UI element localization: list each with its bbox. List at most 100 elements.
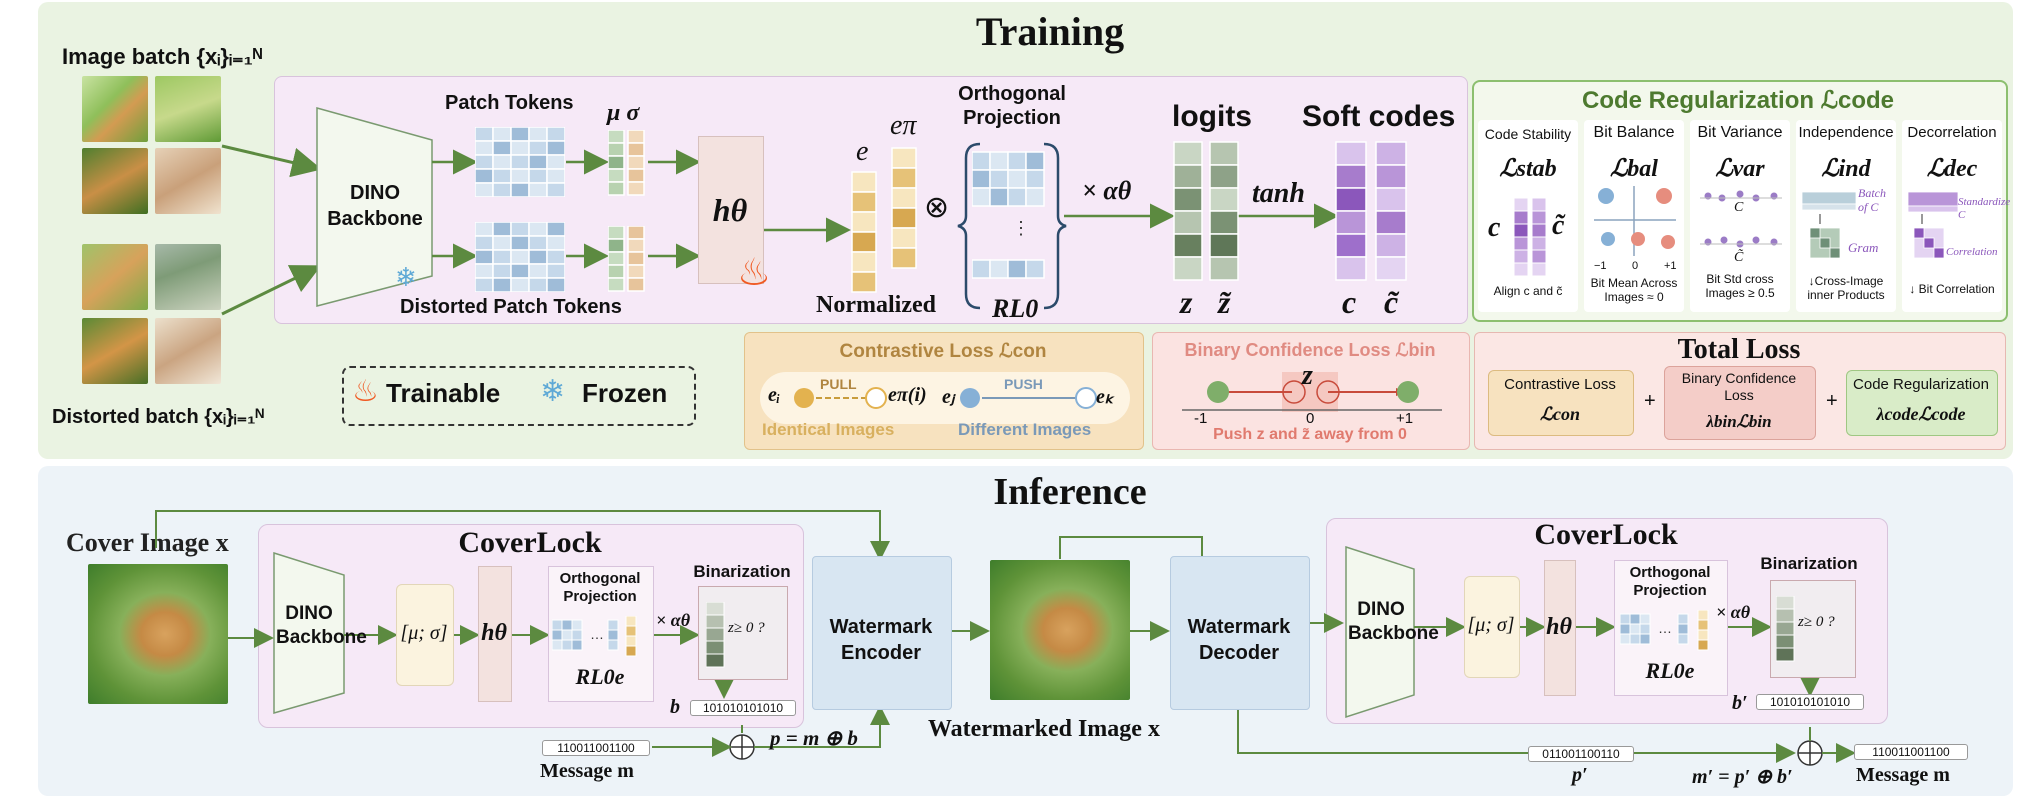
watermark-encoder-label: Watermark Encoder xyxy=(829,616,933,664)
mu-sigma-vectors-1 xyxy=(608,130,645,196)
binary-title: Binary Confidence Loss ℒbin xyxy=(1184,340,1436,360)
training-title: Training xyxy=(975,9,1125,54)
h-theta-block xyxy=(698,136,764,284)
matrix-vdots: ⋮ xyxy=(1012,218,1030,238)
legend-flame-icon: ♨ xyxy=(352,375,379,408)
distorted-image-4 xyxy=(155,318,221,384)
inf-rl0e-2: RL0e xyxy=(1645,658,1695,683)
orthogonal-matrix xyxy=(972,151,1045,279)
total-term-contrastive-name: Contrastive Loss xyxy=(1504,376,1616,393)
watermark-decoder-label: Watermark Decoder xyxy=(1187,616,1291,664)
inf-message-bits: 110011001100 xyxy=(542,740,650,756)
total-term-binary xyxy=(1664,366,1816,440)
distorted-patch-tokens-label: Distorted Patch Tokens xyxy=(400,296,622,318)
watermark-decoder-block xyxy=(1170,556,1310,710)
l-bal: ℒbal xyxy=(1610,156,1658,182)
ind-visual xyxy=(1801,191,1857,259)
mu-sigma-label: μ σ xyxy=(607,100,640,126)
code-reg-col-dec xyxy=(1902,120,2002,312)
distorted-image-2 xyxy=(155,244,221,310)
inf-dino-label-2: DINO Backbone xyxy=(1348,599,1439,644)
var-caption: Bit Std cross Images ≥ 0.5 xyxy=(1705,272,1775,300)
patch-tokens-label: Patch Tokens xyxy=(445,92,574,114)
frozen-snowflake-icon: ❄ xyxy=(395,262,417,292)
total-term-contrastive-expr: ℒcon xyxy=(1540,404,1580,424)
bit-variance-name: Bit Variance xyxy=(1697,124,1783,141)
l-dec: ℒdec xyxy=(1926,156,1978,182)
stab-c-tilde: c̃ xyxy=(1552,210,1565,241)
trainable-flame-icon: ♨ xyxy=(737,252,772,294)
legend-trainable: Trainable xyxy=(386,378,501,408)
legend-box xyxy=(342,366,696,426)
total-term-binary-expr: λbinℒbin xyxy=(1706,412,1772,431)
stab-caption: Align c and c̃ xyxy=(1493,284,1563,298)
binary-tick-neg: -1 xyxy=(1194,410,1208,427)
dino-backbone-label: DINO Backbone xyxy=(327,182,423,230)
contrastive-ej: eⱼ xyxy=(942,386,955,408)
times-alpha-label: × αθ xyxy=(1082,176,1132,205)
total-term-code-expr: λcodeℒcode xyxy=(1876,404,1966,424)
total-plus-2: + xyxy=(1826,390,1838,412)
bit-balance-name: Bit Balance xyxy=(1593,124,1675,141)
batch-image-1 xyxy=(82,76,148,142)
logits-vectors xyxy=(1173,141,1239,281)
image-batch-label: Image batch {xᵢ}ᵢ₌₁ᴺ xyxy=(62,44,263,69)
total-term-binary-name: Binary Confidence Loss xyxy=(1681,370,1797,403)
total-term-contrastive xyxy=(1488,370,1634,436)
inf-b-prime-label: b′ xyxy=(1732,692,1748,714)
contrastive-visual xyxy=(794,387,1097,409)
total-loss-title: Total Loss xyxy=(1677,334,1801,365)
code-reg-title: Code Regularization ℒcode xyxy=(1582,87,1894,114)
inf-p-prime-label: p′ xyxy=(1572,764,1588,786)
logits-label: logits xyxy=(1172,100,1252,133)
decorrelation-name: Decorrelation xyxy=(1907,124,1997,141)
binary-tick-zero: 0 xyxy=(1306,410,1315,427)
inf-b-label: b xyxy=(670,696,680,718)
l-ind: ℒind xyxy=(1821,156,1871,182)
watermark-encoder-block xyxy=(812,556,952,710)
inf-p-prime-bits: 011001100110 xyxy=(1528,746,1634,762)
binary-tick-pos: +1 xyxy=(1396,410,1414,427)
bal-tick-zero: 0 xyxy=(1632,260,1639,272)
ind-batch-label: Batch of C xyxy=(1858,186,1886,214)
dec-caption: ↓ Bit Correlation xyxy=(1909,282,1995,296)
tanh-label: tanh xyxy=(1252,178,1305,209)
watermarked-image-label: Watermarked Image x xyxy=(928,716,1160,742)
orthogonal-projection-label: Orthogonal Projection xyxy=(958,83,1066,129)
z-tilde-label: z̃ xyxy=(1218,284,1231,320)
inf-ortho-matrix-1 xyxy=(552,616,637,657)
contrastive-identical: Identical Images xyxy=(762,420,895,439)
contrastive-different: Different Images xyxy=(958,420,1092,439)
legend-snowflake-icon: ❄ xyxy=(540,375,566,408)
inf-binarization-label-2: Binarization xyxy=(1760,554,1858,573)
batch-image-2 xyxy=(155,76,221,142)
code-stability-name: Code Stability xyxy=(1484,126,1572,142)
var-visual xyxy=(1700,190,1782,248)
patch-token-grid-1 xyxy=(475,127,565,197)
c-label: c xyxy=(1342,284,1357,320)
bal-tick-neg: −1 xyxy=(1594,260,1607,272)
total-term-code-name: Code Regularization xyxy=(1853,376,1989,393)
inference-title: Inference xyxy=(993,471,1147,513)
inf-threshold-1: z≥ 0 ? xyxy=(728,620,765,636)
cover-image-label: Cover Image x xyxy=(66,528,229,557)
h-theta-label: hθ xyxy=(712,192,748,228)
watermarked-image xyxy=(990,560,1130,700)
r-l0-label: RL0 xyxy=(992,294,1039,323)
inf-message-out-label: Message m xyxy=(1856,764,1950,786)
l-var: ℒvar xyxy=(1715,156,1765,182)
bal-caption: Bit Mean Across Images ≈ 0 xyxy=(1590,276,1678,304)
bal-tick-pos: +1 xyxy=(1664,260,1677,272)
c-tilde-label: c̃ xyxy=(1384,284,1399,320)
inf-message-out-bits: 110011001100 xyxy=(1854,744,1968,760)
inf-binarization-label-1: Binarization xyxy=(693,562,791,581)
e-label: e xyxy=(856,136,869,167)
bal-visual xyxy=(1594,186,1676,256)
inf-ortho-dots-2: … xyxy=(1658,620,1672,636)
inf-m-prime-eq: m′ = p′ ⊕ b′ xyxy=(1692,766,1793,788)
inf-ortho-dots-1: … xyxy=(590,626,604,642)
binary-z: z xyxy=(1302,360,1313,391)
inf-ortho-label-1: Orthogonal Projection xyxy=(559,570,641,605)
coverlock-title-2: CoverLock xyxy=(1534,518,1678,551)
inf-mu-sigma-1: [μ; σ] xyxy=(400,622,448,644)
